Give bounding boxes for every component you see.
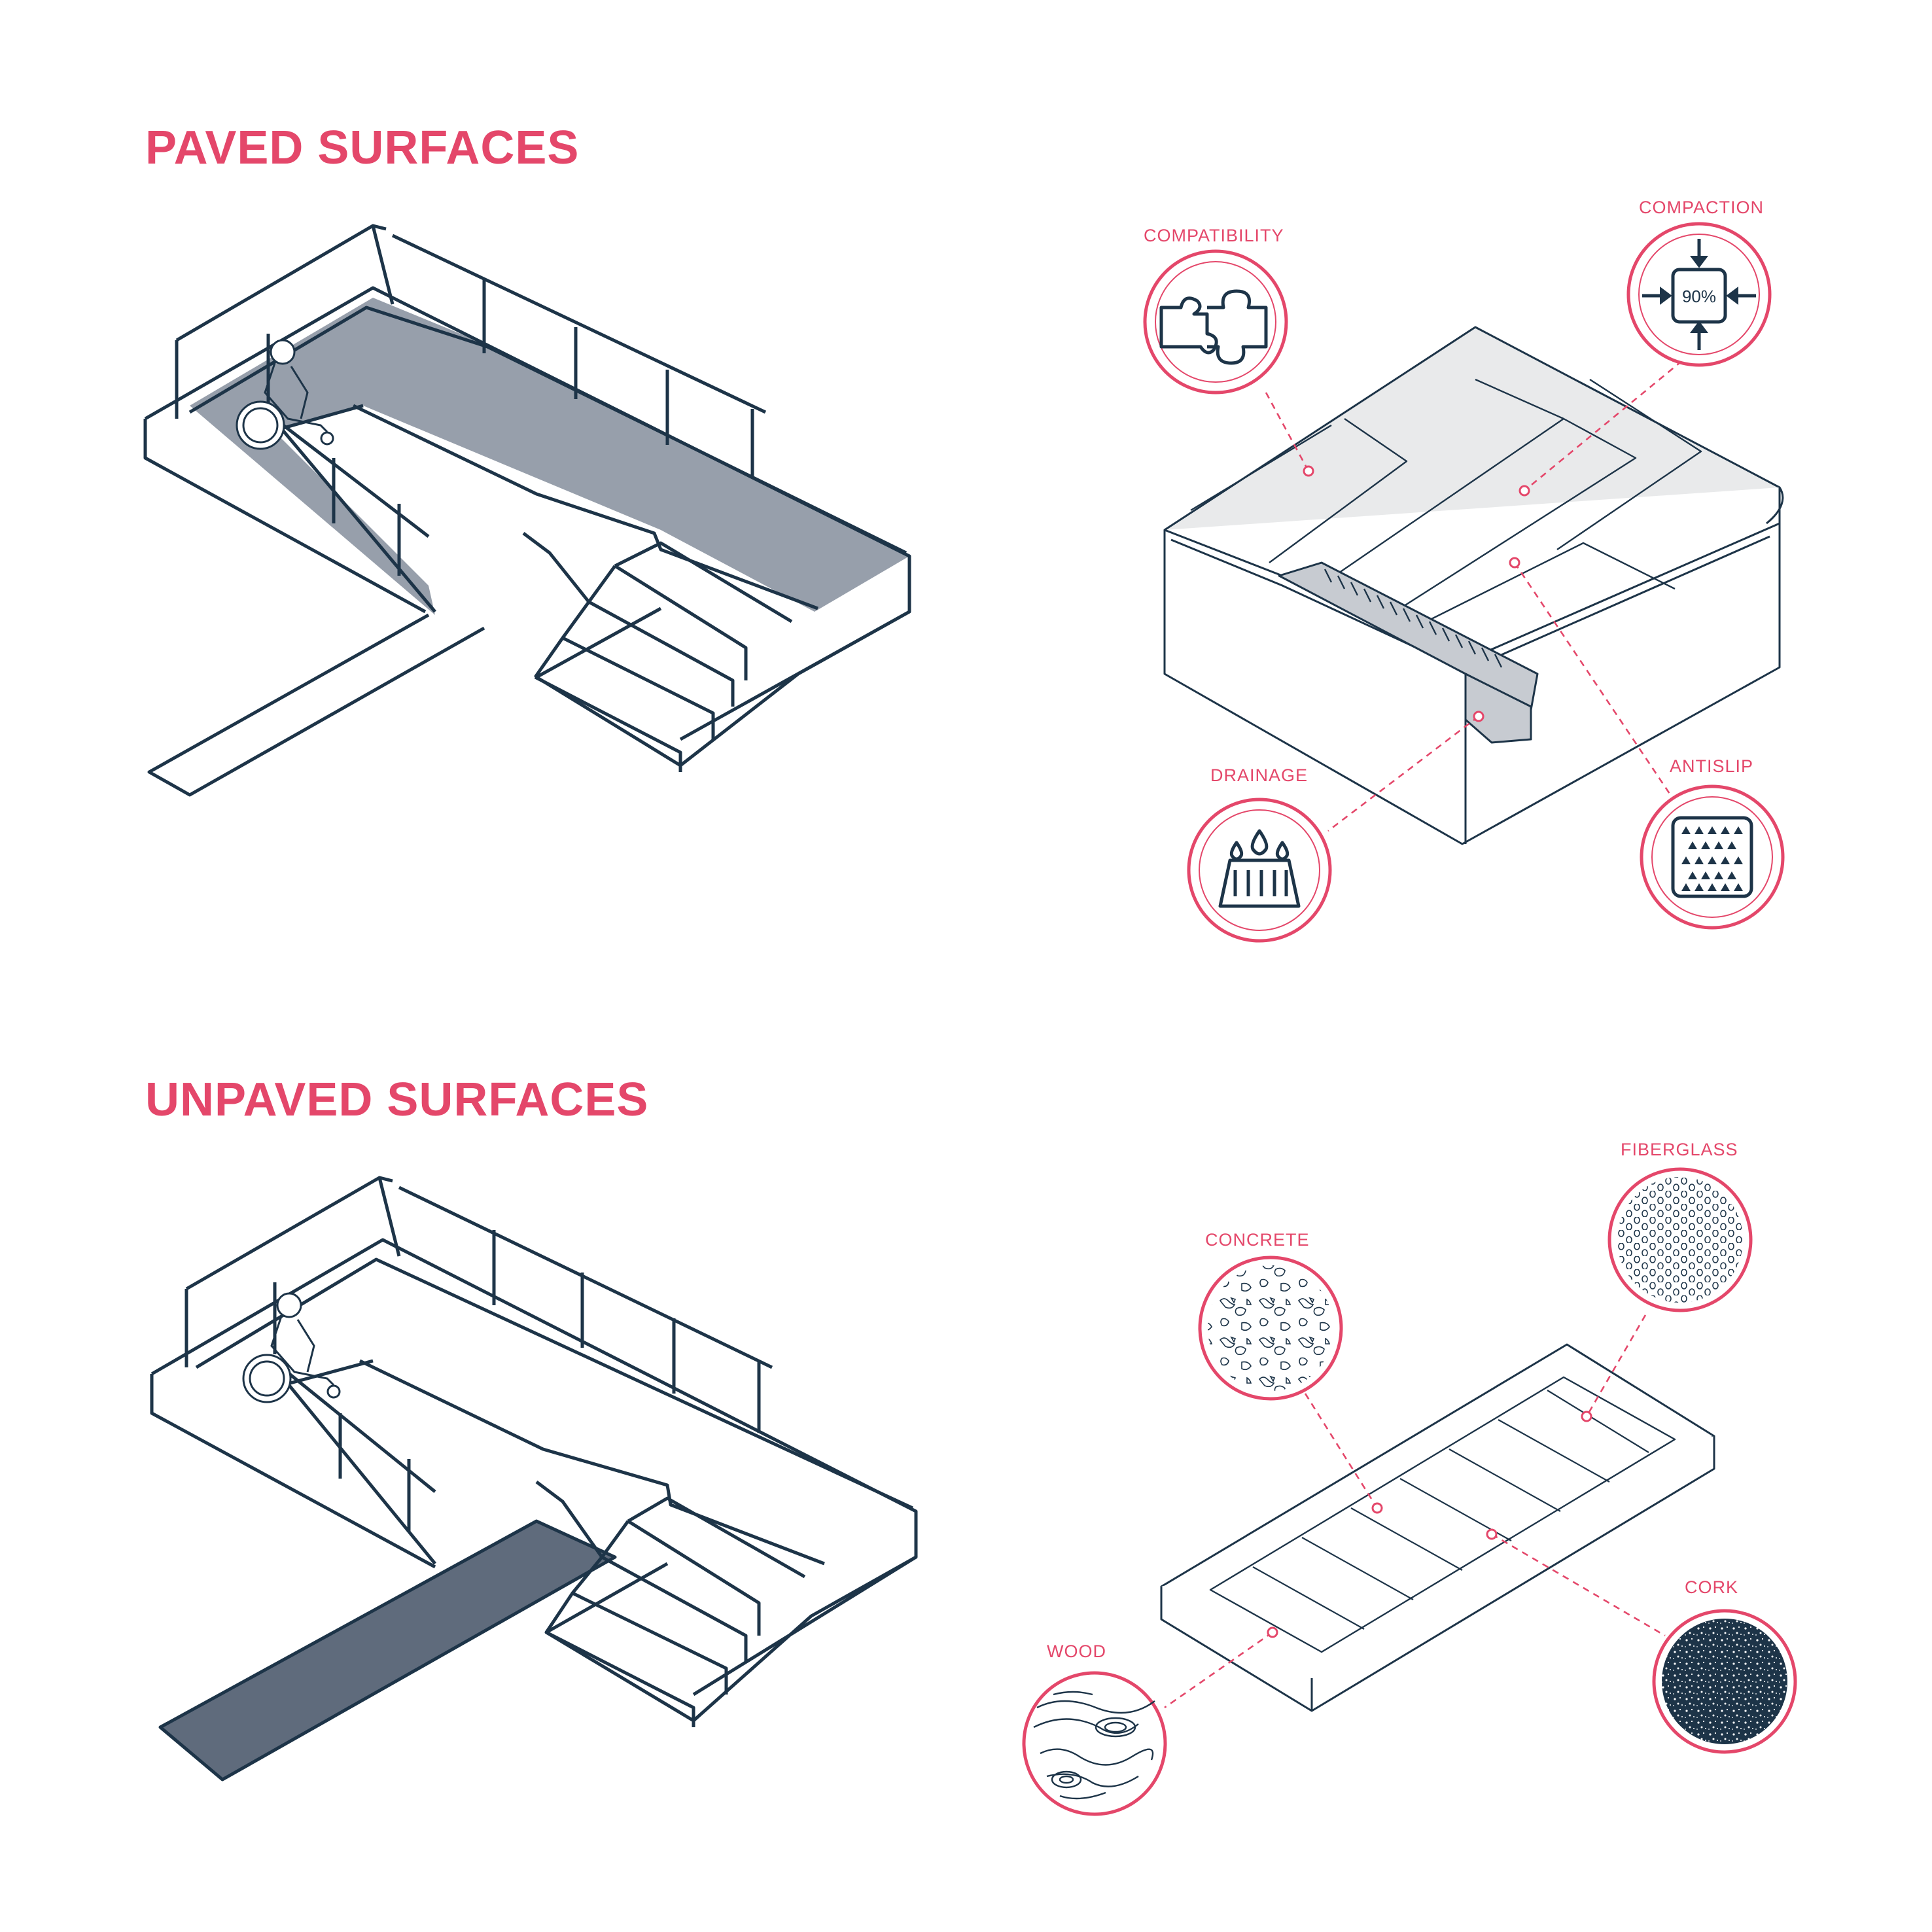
paved-detail-block <box>1163 326 1784 845</box>
label-compatibility: COMPATIBILITY <box>1144 226 1284 245</box>
paved-leader-lines <box>1265 352 1692 832</box>
compaction-icon <box>1642 239 1756 350</box>
puzzle-icon <box>1159 289 1268 365</box>
wood-grain <box>1033 1691 1155 1800</box>
compaction-circle: 90% <box>1626 222 1772 367</box>
wheelchair-user-figure-2 <box>242 1292 341 1403</box>
paved-title: PAVED SURFACES <box>145 122 580 174</box>
wheelchair-user-figure <box>236 339 334 450</box>
label-concrete: CONCRETE <box>1205 1230 1310 1250</box>
paved-ramp-illustration <box>143 224 911 797</box>
label-compaction: COMPACTION <box>1639 198 1764 217</box>
label-wood: WOOD <box>1047 1642 1106 1661</box>
unpaved-leader-lines <box>1164 1314 1666 1709</box>
compatibility-circle <box>1143 249 1288 395</box>
unpaved-title: UNPAVED SURFACES <box>145 1074 649 1126</box>
compaction-value: 90% <box>1682 287 1716 306</box>
antislip-icon <box>1671 816 1753 898</box>
drainage-circle <box>1187 798 1332 943</box>
label-drainage: DRAINAGE <box>1210 765 1308 785</box>
unpaved-ramp-illustration <box>150 1176 918 1782</box>
cork-circle <box>1652 1609 1797 1754</box>
unpaved-leader-dots <box>1267 1411 1592 1638</box>
concrete-circle <box>1198 1256 1343 1401</box>
label-antislip: ANTISLIP <box>1670 756 1754 776</box>
fiberglass-circle <box>1607 1167 1753 1312</box>
wood-circle <box>1022 1671 1167 1816</box>
paved-leader-dots <box>1303 465 1530 722</box>
antislip-circle <box>1640 784 1785 930</box>
label-cork: CORK <box>1685 1577 1739 1597</box>
label-fiberglass: FIBERGLASS <box>1621 1140 1738 1159</box>
drainage-icon <box>1218 829 1301 908</box>
unpaved-plank <box>1160 1343 1715 1712</box>
